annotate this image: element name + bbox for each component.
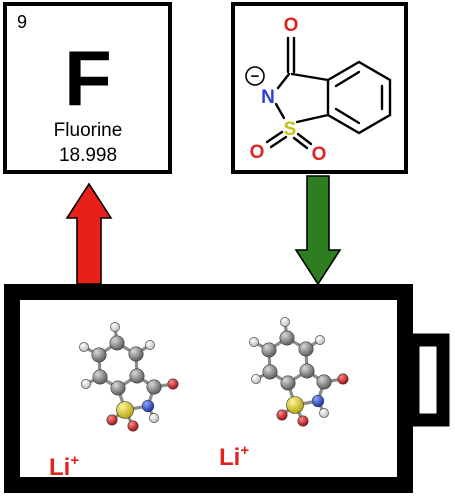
- ball-stick-molecule-right: [249, 317, 349, 427]
- element-symbol: F: [64, 34, 112, 122]
- left-carbon-atom-ball: [146, 379, 162, 395]
- right-carbon-atom-ball: [262, 364, 278, 380]
- right-carbon-atom-ball: [279, 330, 295, 346]
- right-carbon-atom-ball: [261, 342, 277, 358]
- right-carbon-atom-ball: [316, 374, 332, 390]
- left-hydrogen-atom-ball: [145, 340, 155, 350]
- right-carbon-atom-ball: [298, 341, 314, 357]
- right-sulfur-atom-ball: [286, 396, 304, 414]
- element-mass: 18.998: [59, 145, 117, 166]
- skeletal-bonds: [265, 36, 392, 150]
- element-card-frame: [3, 2, 172, 174]
- right-hydrogen-atom-ball: [280, 317, 290, 327]
- anion-structure-card: O N S O O −: [231, 2, 408, 174]
- left-sulfur-atom-ball: [116, 401, 134, 419]
- right-carbon-atom-ball: [299, 363, 315, 379]
- lithium-charge-right: +: [240, 442, 249, 459]
- battery: [4, 284, 450, 493]
- green-down-arrow: [294, 175, 342, 286]
- right-oxygen-atom-ball: [337, 373, 349, 385]
- red-up-arrow: [65, 182, 113, 285]
- left-hydrogen-atom-ball: [79, 342, 89, 352]
- left-carbon-atom-ball: [91, 347, 107, 363]
- structure-card-frame: [231, 2, 408, 174]
- left-hydrogen-atom-ball: [110, 322, 120, 332]
- right-oxygen-atom-ball: [276, 409, 288, 421]
- lithium-cation-label-right: Li+: [219, 442, 249, 471]
- left-nitrogen-atom-ball: [141, 399, 155, 413]
- left-oxygen-atom-ball: [106, 414, 118, 426]
- lithium-symbol-right: Li: [219, 444, 240, 471]
- left-carbon-atom-ball: [109, 335, 125, 351]
- lithium-cation-label-left: Li+: [49, 452, 79, 481]
- atom-label-oxygen-left: O: [250, 142, 265, 163]
- atomic-number: 9: [17, 12, 27, 32]
- right-oxygen-atom-ball: [297, 415, 309, 427]
- atom-label-oxygen-top: O: [284, 15, 299, 36]
- battery-body: [4, 284, 413, 493]
- right-hydrogen-atom-ball: [315, 335, 325, 345]
- lithium-symbol-left: Li: [49, 454, 70, 481]
- left-hydrogen-atom-ball: [81, 379, 91, 389]
- left-carbon-atom-ball: [129, 368, 145, 384]
- right-nitrogen-atom-ball: [311, 394, 325, 408]
- atom-label-nitrogen: N: [261, 87, 275, 108]
- left-carbon-atom-ball: [92, 369, 108, 385]
- battery-terminal: [406, 333, 450, 427]
- lithium-charge-left: +: [70, 452, 79, 469]
- right-carbon-atom-ball: [280, 375, 296, 391]
- left-carbon-atom-ball: [128, 346, 144, 362]
- right-hydrogen-atom-ball: [319, 408, 329, 418]
- atom-label-sulfur: S: [284, 119, 297, 140]
- ball-stick-molecule-left: [79, 322, 179, 432]
- atom-label-oxygen-right: O: [312, 144, 327, 165]
- left-carbon-atom-ball: [110, 380, 126, 396]
- left-hydrogen-atom-ball: [149, 413, 159, 423]
- negative-charge-sign: −: [251, 68, 260, 85]
- left-oxygen-atom-ball: [127, 420, 139, 432]
- right-hydrogen-atom-ball: [249, 337, 259, 347]
- fluorine-element-card: 9 F Fluorine 18.998: [3, 2, 172, 174]
- negative-charge-circle: [245, 66, 265, 86]
- element-name: Fluorine: [54, 120, 123, 141]
- right-hydrogen-atom-ball: [251, 374, 261, 384]
- left-oxygen-atom-ball: [167, 378, 179, 390]
